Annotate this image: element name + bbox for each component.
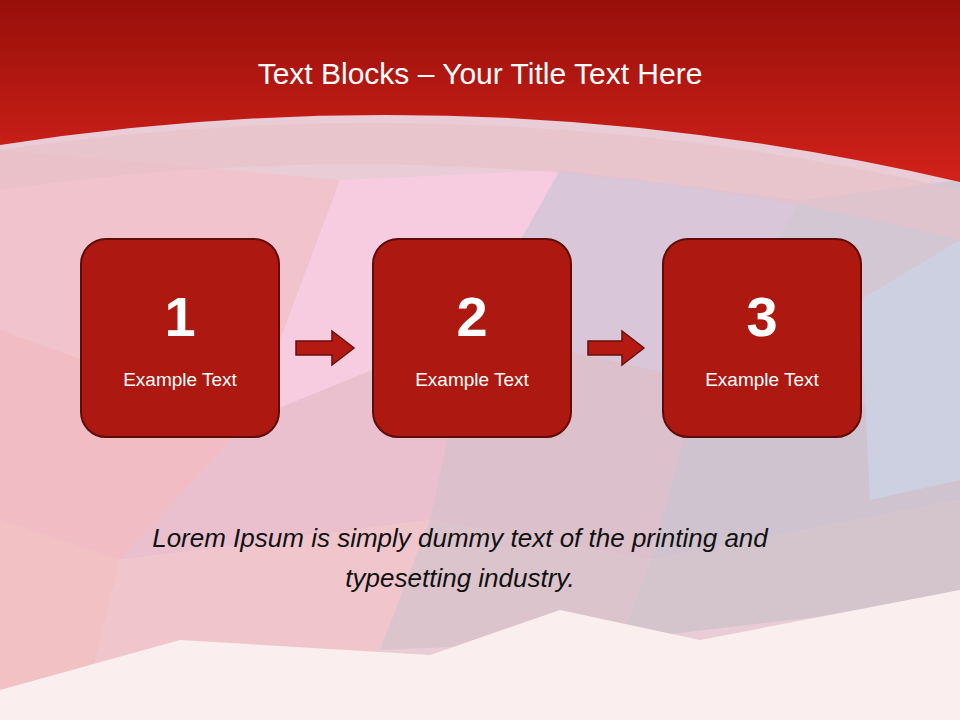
step-number: 1 bbox=[164, 289, 195, 345]
step-label: Example Text bbox=[705, 369, 819, 391]
flow-arrow bbox=[588, 331, 644, 365]
process-box: 2Example Text bbox=[372, 238, 572, 438]
step-number: 2 bbox=[456, 289, 487, 345]
process-box: 1Example Text bbox=[80, 238, 280, 438]
header-band bbox=[0, 0, 960, 182]
step-number: 3 bbox=[746, 289, 777, 345]
step-label: Example Text bbox=[123, 369, 237, 391]
light-foreground bbox=[0, 590, 960, 720]
step-label: Example Text bbox=[415, 369, 529, 391]
slide-title: Text Blocks – Your Title Text Here bbox=[0, 54, 960, 94]
process-box: 3Example Text bbox=[662, 238, 862, 438]
caption-text: Lorem Ipsum is simply dummy text of the … bbox=[100, 518, 820, 598]
flow-arrow bbox=[296, 331, 354, 365]
